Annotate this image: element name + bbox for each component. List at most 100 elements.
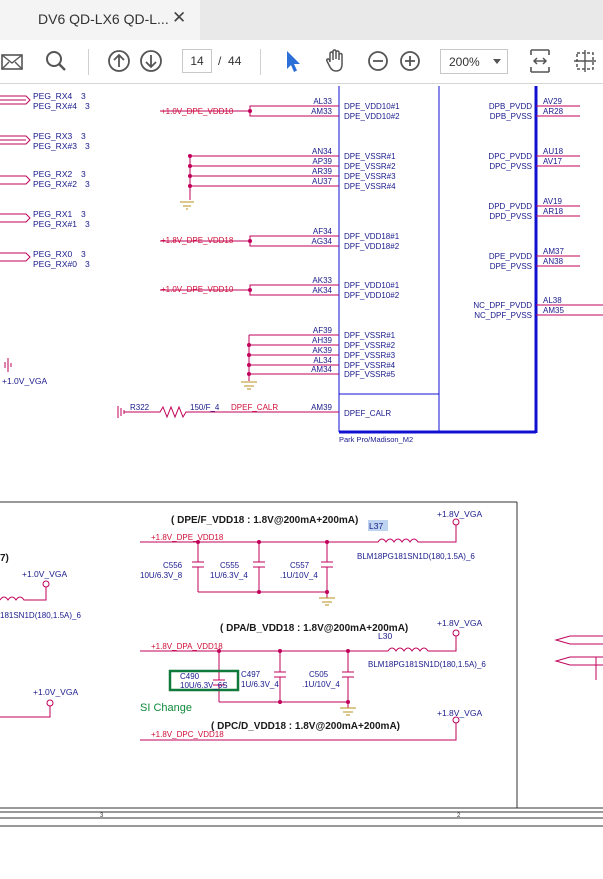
power-label: +1.8V_VGA — [437, 509, 482, 519]
fit-page-icon[interactable] — [525, 46, 555, 76]
pin-ball: AL38 — [543, 296, 562, 305]
pin-ball: AM33 — [311, 107, 332, 116]
select-cursor-icon[interactable] — [278, 46, 308, 76]
page-total: / 44 — [218, 54, 241, 68]
peg-net-sheet: 3 — [81, 249, 86, 259]
pin-ball: AV17 — [543, 157, 563, 166]
right-pin-wiring — [536, 105, 603, 316]
page-count: 44 — [228, 54, 242, 68]
viewer-toolbar: 14 / 44 200% — [0, 40, 603, 84]
section-title-fragment: 7) — [0, 553, 9, 564]
peg-net-label: PEG_RX#1 — [33, 219, 77, 229]
toolbar-separator — [88, 49, 89, 75]
left-vga-power: +1.0V_VGA — [2, 358, 47, 386]
pin-name: DPEF_CALR — [344, 409, 391, 418]
pin-ball: AF34 — [313, 227, 333, 236]
pin-ball: AM34 — [311, 365, 332, 374]
peg-net-label: PEG_RX1 — [33, 209, 72, 219]
pin-ball: AL33 — [313, 97, 332, 106]
pin-name: DPE_VSSR#3 — [344, 172, 396, 181]
pin-name: NC_DPF_PVDD — [473, 301, 532, 310]
pin-name: DPF_VDD10#1 — [344, 281, 400, 290]
peg-net-label: PEG_RX#2 — [33, 179, 77, 189]
capacitor-ref: C556 — [163, 561, 183, 570]
pin-ball: AK39 — [312, 346, 332, 355]
section-title: ( DPE/F_VDD18 : 1.8V@200mA+200mA) — [171, 515, 358, 526]
lower-frame — [0, 501, 603, 827]
peg-net-sheet: 3 — [81, 131, 86, 141]
pin-name: NC_DPF_PVSS — [474, 311, 532, 320]
pin-ball: AF39 — [313, 326, 333, 335]
pin-name: DPE_PVSS — [490, 262, 532, 271]
left-pin-balls: AL33 AM33 AN34 AP39 AR39 AU37 AF34 AG34 … — [311, 97, 332, 412]
pin-ball: AR28 — [543, 107, 564, 116]
capacitor-value: .1U/10V_4 — [280, 571, 318, 580]
net-label: +1.8V_DPE_VDD18 — [161, 236, 234, 245]
power-label: +1.0V_VGA — [22, 569, 67, 579]
pin-name: DPE_VSSR#2 — [344, 162, 396, 171]
pin-ball: AU18 — [543, 147, 564, 156]
previous-page-icon[interactable] — [104, 46, 134, 76]
peg-net-sheet: 3 — [81, 209, 86, 219]
peg-rx-nets: PEG_RX4 3 PEG_RX#4 3 PEG_RX3 3 PEG_RX#3 … — [0, 91, 90, 269]
pin-name: DPE_VSSR#1 — [344, 152, 396, 161]
left-pin-names: DPE_VDD10#1 DPE_VDD10#2 DPE_VSSR#1 DPE_V… — [344, 102, 400, 418]
pin-name: DPF_VDD18#1 — [344, 232, 400, 241]
section-dpab-vdd18: ( DPA/B_VDD18 : 1.8V@200mA+200mA) +1.8V_… — [140, 618, 486, 716]
document-tab[interactable]: DV6 QD-LX6 QD-L... ✕ — [0, 0, 200, 40]
peg-net-sheet: 3 — [85, 101, 90, 111]
page-number-input[interactable]: 14 — [182, 49, 212, 73]
gpu-chip-block: Park Pro/Madison_M2 — [338, 86, 538, 444]
document-canvas[interactable]: PEG_RX4 3 PEG_RX#4 3 PEG_RX3 3 PEG_RX#3 … — [0, 85, 603, 879]
zoom-select[interactable]: 200% — [440, 49, 508, 74]
capacitor-value: 10U/6.3V_8 — [140, 571, 183, 580]
net-label: DPEF_CALR — [231, 403, 278, 412]
pin-name: DPE_PVDD — [489, 252, 532, 261]
pin-name: DPF_VDD18#2 — [344, 242, 400, 251]
zoom-in-icon[interactable] — [395, 46, 425, 76]
mail-icon[interactable] — [0, 46, 28, 76]
capacitor-ref: C505 — [309, 670, 329, 679]
search-icon[interactable] — [41, 46, 71, 76]
pin-ball: AM39 — [311, 403, 332, 412]
pin-name: DPE_VSSR#4 — [344, 182, 396, 191]
capacitor-ref: C555 — [220, 561, 240, 570]
peg-net-sheet: 3 — [85, 179, 90, 189]
peg-net-label: PEG_RX#0 — [33, 259, 77, 269]
pin-ball: AK33 — [312, 276, 332, 285]
zoom-out-icon[interactable] — [363, 46, 393, 76]
power-label: +1.0V_VGA — [2, 376, 47, 386]
close-tab-icon[interactable]: ✕ — [172, 8, 187, 27]
inductor-ref: L37 — [369, 521, 383, 531]
pin-ball: AL34 — [313, 356, 332, 365]
left-pin-wiring — [117, 105, 339, 419]
pin-name: DPE_VDD10#2 — [344, 112, 400, 121]
si-change-note: SI Change — [140, 702, 192, 714]
section-dpef-vdd18: ( DPE/F_VDD18 : 1.8V@200mA+200mA) +1.8V_… — [140, 509, 482, 606]
net-label: +1.0V_DPE_VDD10 — [161, 285, 234, 294]
rotate-tools-icon[interactable] — [570, 46, 600, 76]
page-separator: / — [218, 54, 222, 68]
left-lower-block: 7) +1.0V_VGA 181SN1D(180,1.5A)_6 +1.0V_V… — [0, 553, 81, 718]
section-dpcd-vdd18: ( DPC/D_VDD18 : 1.8V@200mA+200mA) +1.8V_… — [140, 708, 482, 741]
capacitor-value: .1U/10V_4 — [302, 680, 340, 689]
inductor-value: BLM18PG181SN1D(180,1.5A)_6 — [357, 552, 475, 561]
inductor-ref: L30 — [378, 631, 392, 641]
schematic-page: PEG_RX4 3 PEG_RX#4 3 PEG_RX3 3 PEG_RX#3 … — [0, 86, 603, 827]
pin-net-labels: +1.0V_DPE_VDD10 +1.8V_DPE_VDD18 +1.0V_DP… — [130, 107, 278, 412]
junction-dots — [188, 109, 252, 376]
pin-name: DPB_PVSS — [490, 112, 532, 121]
pin-name: DPF_VSSR#3 — [344, 351, 396, 360]
peg-net-sheet: 3 — [81, 169, 86, 179]
pin-name: DPD_PVSS — [489, 212, 532, 221]
pin-ball: AR18 — [543, 207, 564, 216]
net-label: +1.8V_DPE_VDD18 — [151, 533, 224, 542]
pin-ball: AR39 — [312, 167, 333, 176]
right-pin-balls: AV29 AR28 AU18 AV17 AV19 AR18 AM37 AN38 … — [543, 97, 564, 315]
next-page-icon[interactable] — [136, 46, 166, 76]
pin-ball: AK34 — [312, 286, 332, 295]
hand-tool-icon[interactable] — [320, 46, 350, 76]
peg-net-label: PEG_RX3 — [33, 131, 72, 141]
peg-net-sheet: 3 — [85, 259, 90, 269]
net-label: +1.8V_DPC_VDD18 — [151, 730, 224, 739]
